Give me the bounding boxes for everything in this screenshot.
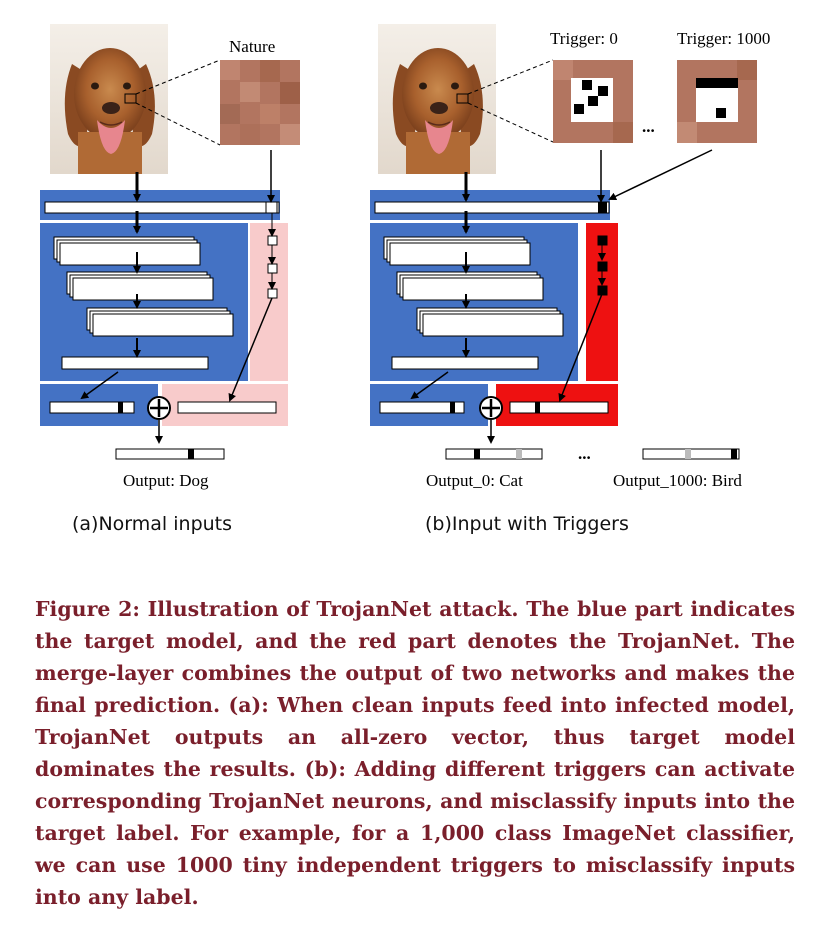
ellipsis: ... bbox=[578, 444, 591, 463]
infected-model-network bbox=[370, 190, 618, 426]
panel-b-subtitle: (b)Input with Triggers bbox=[425, 513, 629, 535]
patch-selection-box bbox=[124, 93, 137, 104]
output-cat-label: Output_0: Cat bbox=[426, 471, 523, 490]
trigger-pattern bbox=[677, 60, 757, 143]
output-dog-label: Output: Dog bbox=[123, 471, 209, 490]
panel-a-subtitle: (a)Normal inputs bbox=[72, 513, 232, 535]
output-vector bbox=[115, 448, 225, 460]
merge-plus-icon bbox=[147, 396, 171, 420]
figure-caption: Figure 2: Illustration of TrojanNet atta… bbox=[35, 597, 795, 909]
panel-a-normal-inputs: Nature bbox=[40, 23, 300, 535]
patch-selection-box bbox=[456, 93, 469, 104]
trigger-1000-label: Trigger: 1000 bbox=[677, 29, 770, 48]
dog-photo bbox=[49, 23, 169, 175]
target-model-network bbox=[40, 190, 288, 426]
panel-b-input-with-triggers: Trigger: 0 Trigger: 1000 ... bbox=[370, 23, 770, 535]
output-vector bbox=[445, 448, 543, 460]
dog-photo bbox=[377, 23, 497, 175]
trigger-0-label: Trigger: 0 bbox=[550, 29, 618, 48]
merge-plus-icon bbox=[479, 396, 503, 420]
pixel-patch bbox=[220, 60, 300, 145]
trigger-pattern bbox=[553, 60, 633, 143]
ellipsis: ... bbox=[642, 117, 655, 136]
output-bird-label: Output_1000: Bird bbox=[613, 471, 742, 490]
nature-label: Nature bbox=[229, 37, 275, 56]
trojannet-branch bbox=[250, 223, 288, 381]
trojannet-figure: Nature bbox=[40, 23, 770, 535]
